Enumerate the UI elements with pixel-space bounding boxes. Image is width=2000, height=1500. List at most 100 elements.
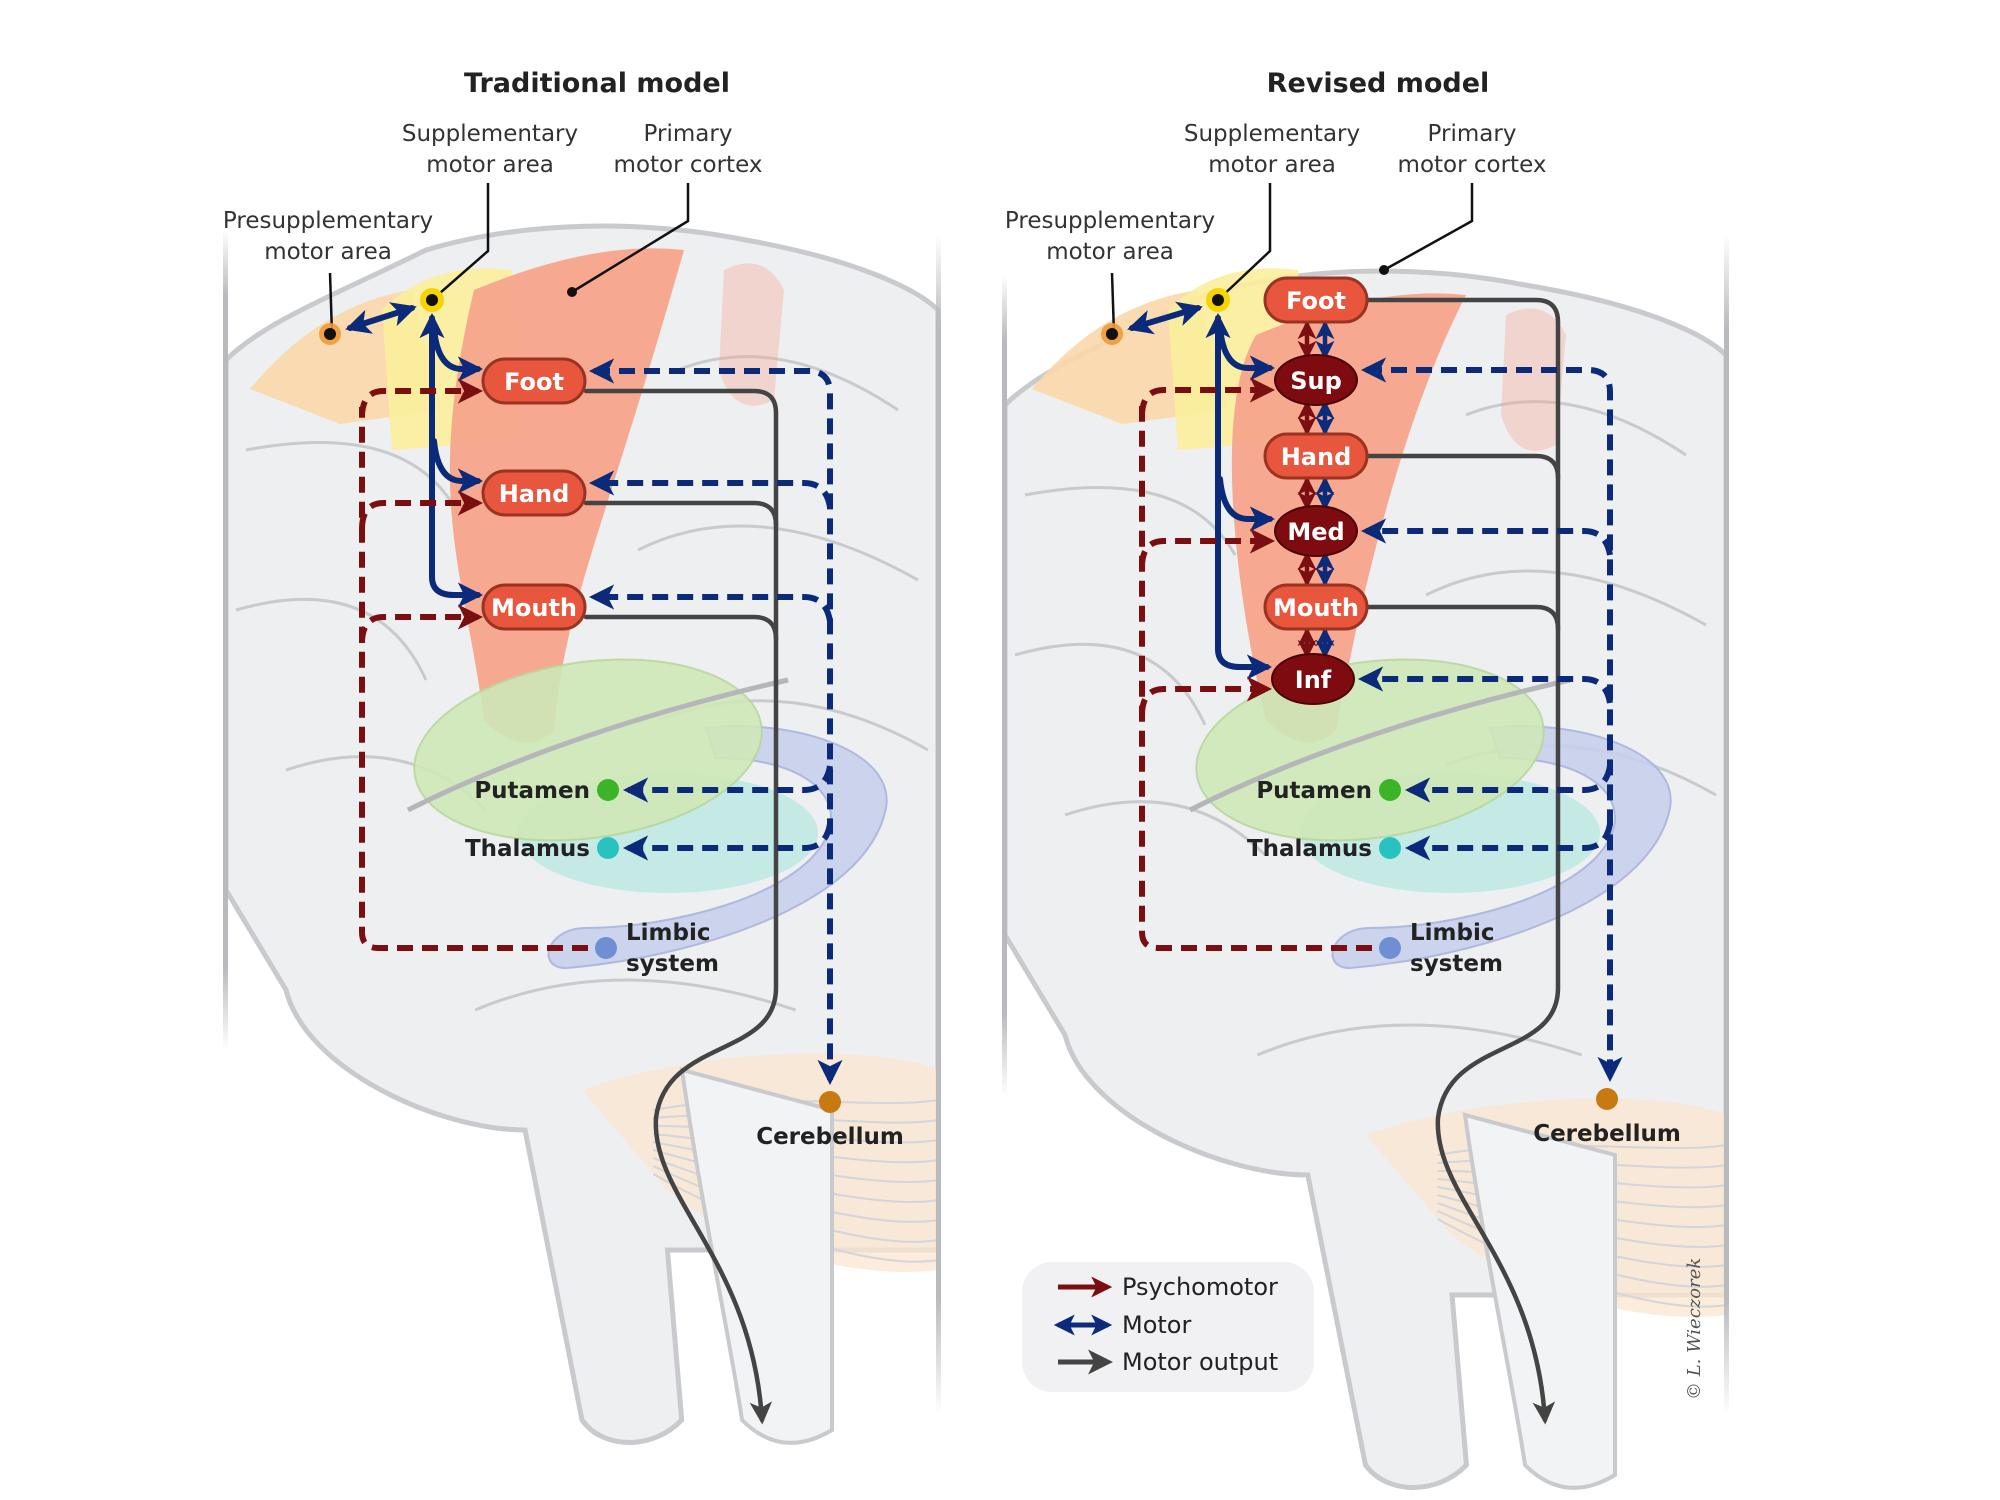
artist-signature: © L. Wieczorek [1684, 1258, 1705, 1400]
primary-leader-dot [567, 287, 577, 297]
body-map-node-foot: Foot [1263, 276, 1369, 324]
body-map-node-mouth: Mouth [481, 583, 587, 631]
primary-motor-cortex-label: Primary [644, 121, 733, 147]
node-label: Inf [1295, 666, 1332, 694]
legend-item-motor-output: Motor output [1058, 1348, 1278, 1376]
body-map-node-sup: Sup [1274, 354, 1358, 406]
limbic-label: system [1410, 951, 1503, 977]
limbic-dot [595, 937, 617, 959]
limbic-dot [1379, 937, 1401, 959]
psychomotor-to-mouth-arrow [359, 604, 484, 644]
psychomotor-to-foot-arrow [359, 378, 484, 418]
putamen-label: Putamen [474, 778, 590, 804]
motor-loop-to-mouth [588, 584, 833, 622]
motor-loop-to-med [1360, 518, 1613, 556]
thalamus-dot [1379, 837, 1401, 859]
limbic-label: system [626, 951, 719, 977]
limbic-label: Limbic [626, 920, 711, 946]
node-pill [1263, 583, 1369, 631]
sma-leader-line [431, 183, 490, 301]
motor-loop-to-putamen [622, 765, 833, 803]
panel-title: Traditional model [464, 68, 730, 99]
gyrus-line [235, 597, 428, 681]
panel-left-edge [223, 230, 228, 1050]
sma-label: Supplementary [1184, 121, 1360, 147]
node-oval [1274, 505, 1358, 557]
cerebellum-dot [1596, 1088, 1618, 1110]
node-label: Hand [499, 480, 570, 508]
limbic-psychomotor-trunk [359, 407, 588, 951]
sensory-cortex-region [719, 263, 784, 406]
sma-dot [1212, 294, 1224, 306]
node-pill [1263, 276, 1369, 324]
body-map-node-hand: Hand [1263, 432, 1369, 480]
node-oval [1271, 653, 1355, 705]
body-map-node-inf: Inf [1271, 653, 1355, 705]
thalamus-dot [597, 837, 619, 859]
sma-to-mouth-motor-arrow [429, 544, 484, 608]
legend-item-psychomotor: Psychomotor [1058, 1273, 1278, 1301]
panel-right-edge [936, 235, 941, 1415]
psychomotor-to-med-arrow [1139, 528, 1276, 568]
thalamus-label: Thalamus [1247, 836, 1372, 862]
sma-to-foot-motor-arrow [431, 326, 484, 382]
node-pill [1263, 432, 1369, 480]
node-pill [481, 469, 587, 517]
psychomotor-to-sup-arrow [1139, 377, 1276, 417]
motor-loop-to-hand [588, 470, 833, 508]
node-pill [481, 583, 587, 631]
primary-leader-line [1383, 183, 1474, 272]
presma-label: motor area [1046, 239, 1174, 265]
primary-leader-line [571, 183, 690, 294]
cerebellum-label: Cerebellum [756, 1124, 904, 1150]
legend-label: Motor output [1122, 1348, 1278, 1376]
gyrus-line [245, 441, 458, 511]
body-map-node-med: Med [1274, 505, 1358, 557]
panel-right-edge [1724, 235, 1729, 1415]
gyrus-line [1064, 800, 1267, 857]
node-label: Foot [504, 368, 564, 396]
node-label: Mouth [491, 594, 577, 622]
primary-motor-cortex-label: motor cortex [1398, 152, 1547, 178]
node-label: Foot [1286, 287, 1346, 315]
node-oval [1274, 354, 1358, 406]
node-label: Med [1287, 518, 1344, 546]
presma-dot [1106, 328, 1118, 340]
node-label: Hand [1281, 443, 1352, 471]
legend-label: Psychomotor [1122, 1273, 1278, 1301]
legend-label: Motor [1122, 1311, 1191, 1339]
sma-label: motor area [1208, 152, 1336, 178]
brainstem [1462, 1112, 1617, 1490]
presma-label: Presupplementary [223, 208, 433, 234]
motor-loop-to-putamen [1404, 765, 1613, 803]
panel-title: Revised model [1267, 68, 1490, 99]
node-pill [481, 357, 587, 405]
presma-sma-motor-arrow [345, 302, 417, 334]
motor-loop-trunk [1360, 357, 1623, 1083]
cerebellum-label: Cerebellum [1533, 1121, 1681, 1147]
motor-loop-to-thalamus [622, 823, 833, 861]
psychomotor-to-hand-arrow [359, 490, 484, 530]
motor-loop-trunk [588, 358, 843, 1086]
node-label: Mouth [1273, 594, 1359, 622]
limbic-label: Limbic [1410, 920, 1495, 946]
primary-motor-cortex-label: motor cortex [614, 152, 763, 178]
sma-to-inf-motor-arrow [1215, 616, 1273, 680]
sma-leader-line [1217, 183, 1272, 301]
primary-leader-dot [1379, 265, 1389, 275]
sma-label: motor area [426, 152, 554, 178]
cerebellum-dot [819, 1091, 841, 1113]
putamen-dot [597, 779, 619, 801]
sma-to-hand-motor-arrow [431, 438, 484, 494]
putamen-label: Putamen [1256, 778, 1372, 804]
psychomotor-to-inf-arrow [1139, 676, 1273, 716]
primary-motor-cortex-label: Primary [1428, 121, 1517, 147]
sma-to-sup-motor-arrow [1217, 325, 1276, 381]
motor-loop-to-thalamus [1404, 823, 1613, 861]
presma-label: Presupplementary [1005, 208, 1215, 234]
presma-dot [324, 328, 336, 340]
brainstem [679, 1067, 834, 1445]
body-map-node-mouth: Mouth [1263, 583, 1369, 631]
